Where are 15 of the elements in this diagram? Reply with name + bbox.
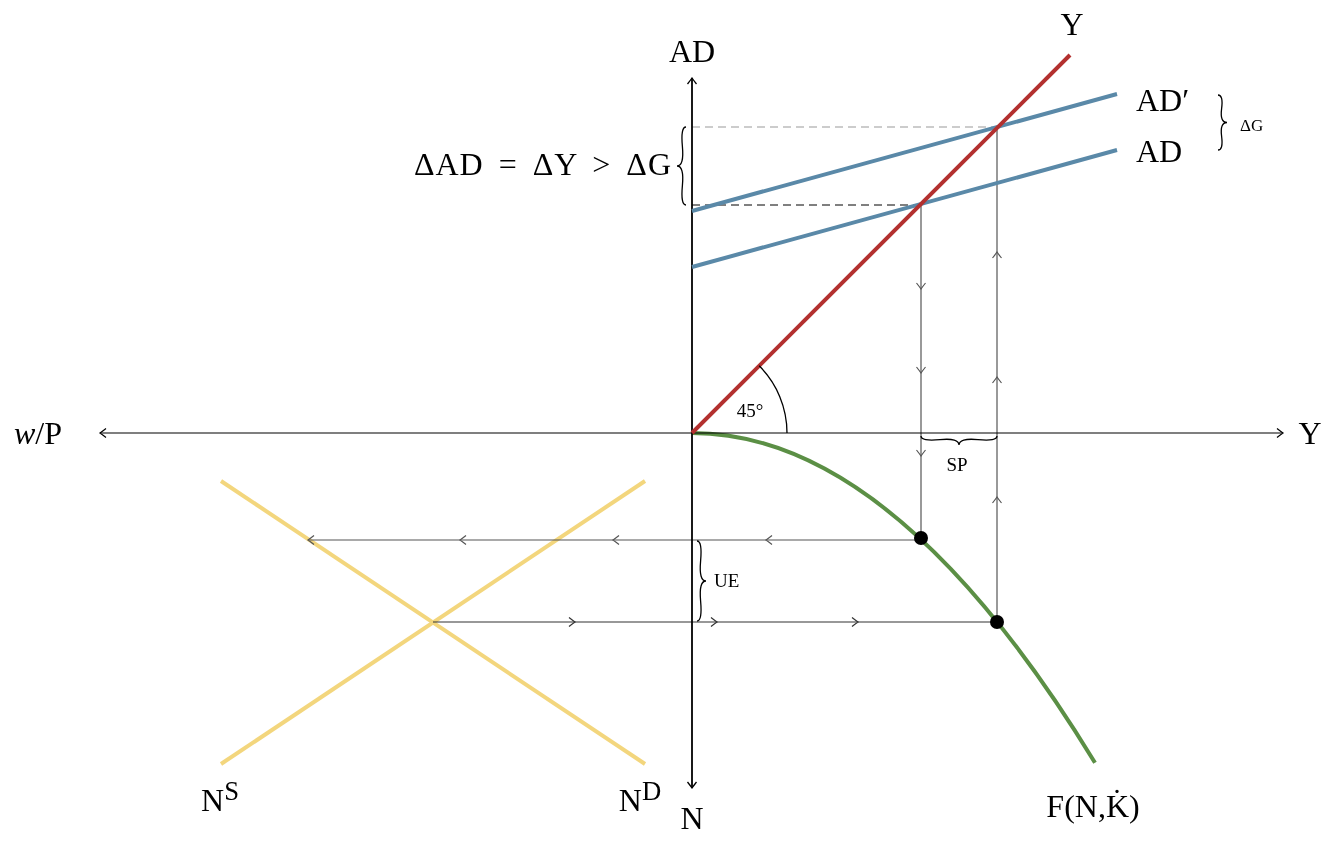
angle-label: 45°	[736, 400, 764, 420]
axis-label: AD	[668, 35, 716, 67]
curve-label: F(N,K̇)	[1046, 790, 1140, 822]
axis-label: Y	[1298, 417, 1322, 449]
brace-label: UE	[714, 570, 740, 590]
axis-label: N	[680, 802, 704, 834]
line-label: AD′	[1136, 84, 1190, 116]
line-label: N$^{D}$	[618, 777, 662, 817]
brace-label: SP	[946, 454, 968, 474]
line-label: Y	[1060, 8, 1084, 40]
line-label: N$^{S}$	[201, 777, 239, 817]
axis-label: w/P	[14, 417, 63, 449]
brace-label: ΔAD = ΔY > ΔG	[413, 148, 672, 180]
brace-label: ΔG	[1240, 116, 1264, 134]
line-label: AD	[1136, 135, 1183, 167]
